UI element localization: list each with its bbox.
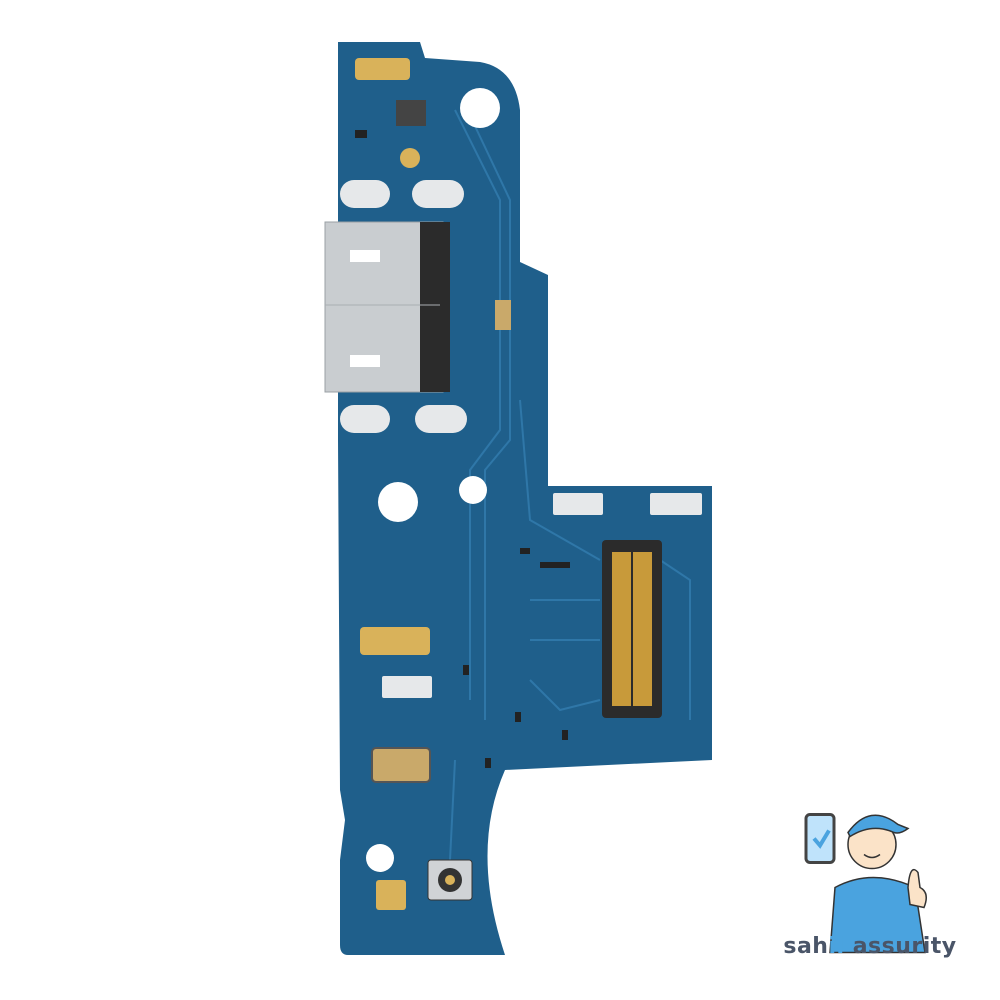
mascot-logo-icon	[804, 813, 927, 954]
mount-hole	[459, 476, 487, 504]
usb-port	[324, 221, 450, 393]
microphone	[371, 747, 431, 783]
antenna-connector	[427, 859, 473, 901]
mount-hole	[460, 88, 500, 128]
brand-part1: sah	[783, 934, 829, 959]
mount-hole	[378, 482, 418, 522]
brand-highlight: ii	[828, 934, 845, 959]
traces	[449, 104, 691, 861]
pads	[340, 180, 702, 698]
components	[355, 100, 570, 768]
brand-wordmark: sahii assurity	[780, 934, 960, 959]
mount-hole	[366, 844, 394, 872]
gold-contacts	[355, 58, 430, 910]
board-connector	[602, 540, 662, 718]
brand-part2: assurity	[844, 934, 957, 959]
